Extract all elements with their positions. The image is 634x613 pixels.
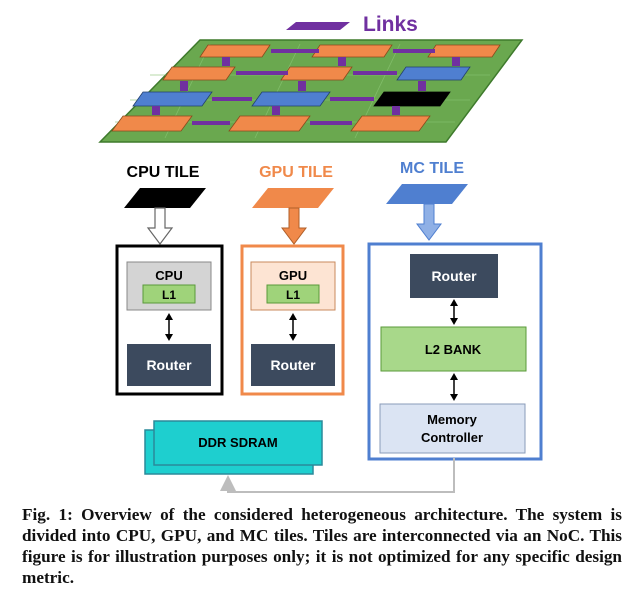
l2-bank-label: L2 BANK xyxy=(425,342,482,357)
gpu-router xyxy=(251,344,335,386)
board-gpu-tile xyxy=(350,115,431,132)
mc-router xyxy=(410,254,498,298)
gpu-l1-label: L1 xyxy=(286,288,300,302)
memctrl-label-line2: Controller xyxy=(421,430,483,445)
cpu-link-arrow xyxy=(165,313,173,341)
gpu-tile-icon xyxy=(252,188,334,208)
cpu-tile-icon xyxy=(124,188,206,208)
mc-zoom-arrow xyxy=(416,203,442,241)
memory-controller xyxy=(379,403,526,454)
gpu-tile-title: GPU TILE xyxy=(259,164,333,181)
cpu-zoom-arrow xyxy=(146,207,174,245)
mc-tile-icon xyxy=(386,184,468,204)
board-mc-tile xyxy=(396,66,471,81)
gpu-zoom-arrow xyxy=(281,207,307,245)
board-cpu-tile xyxy=(373,91,451,107)
memctrl-label-line1: Memory xyxy=(427,412,478,427)
memctrl-dram-link xyxy=(220,458,455,493)
cpu-l1-cache xyxy=(142,284,196,304)
cpu-l1-label: L1 xyxy=(162,288,176,302)
cpu-core-label: CPU xyxy=(155,268,182,283)
mc-router-label: Router xyxy=(431,268,477,284)
mc-l2-memctrl-arrow xyxy=(450,373,458,401)
gpu-link-arrow xyxy=(289,313,297,341)
caption-text: Fig. 1: Overview of the considered heter… xyxy=(22,505,622,587)
dram-module xyxy=(153,420,323,466)
cpu-tile-title: CPU TILE xyxy=(127,164,200,181)
board-gpu-tile xyxy=(427,44,501,58)
board-gpu-tile xyxy=(228,115,311,132)
mc-router-l2-arrow xyxy=(450,299,458,325)
figure-caption: Fig. 1: Overview of the considered heter… xyxy=(22,504,622,588)
board-gpu-tile xyxy=(280,66,353,81)
l2-bank xyxy=(380,326,527,372)
board-gpu-tile xyxy=(111,115,193,132)
cpu-router-label: Router xyxy=(146,357,192,373)
board-gpu-tile xyxy=(162,66,236,81)
board-gpu-tile xyxy=(311,44,393,58)
links-label: Links xyxy=(363,13,418,36)
board-links xyxy=(152,49,460,125)
link-legend-icon xyxy=(286,22,350,30)
board-mc-tile xyxy=(251,91,331,107)
mc-tile-title: MC TILE xyxy=(400,160,464,177)
board-mc-tile xyxy=(132,91,213,107)
board-gpu-tile xyxy=(199,44,271,58)
cpu-router xyxy=(127,344,211,386)
architecture-diagram: Links CPU TILE GPU TILE MC TILE xyxy=(98,13,543,493)
gpu-l1-cache xyxy=(266,284,320,304)
gpu-core-label: GPU xyxy=(279,268,307,283)
dram-label: DDR SDRAM xyxy=(198,435,277,450)
gpu-router-label: Router xyxy=(270,357,316,373)
